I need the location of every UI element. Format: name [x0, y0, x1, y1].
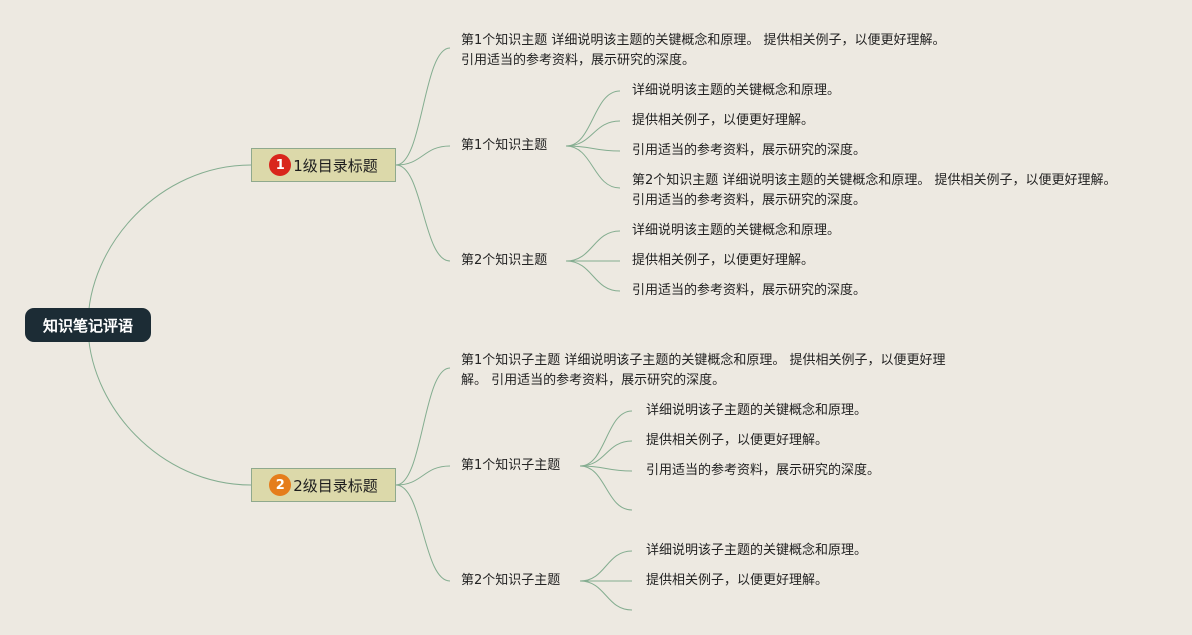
- connector-s1t1-extra: [565, 145, 621, 189]
- connector-s2t1-i1: [579, 410, 633, 467]
- section1-topic2[interactable]: 第2个知识主题: [461, 253, 548, 268]
- connector-s1-topic1: [395, 145, 451, 166]
- connector-s1-topic2: [395, 164, 451, 262]
- section2-topic2[interactable]: 第2个知识子主题: [461, 573, 561, 588]
- connector-s2-summary: [395, 367, 451, 486]
- section1-topic1[interactable]: 第1个知识主题: [461, 138, 548, 153]
- section2-topic2-item2[interactable]: 提供相关例子，以便更好理解。: [646, 573, 829, 588]
- section1-topic2-item1[interactable]: 详细说明该主题的关键概念和原理。: [632, 223, 841, 238]
- connector-s2-topic1: [395, 465, 451, 486]
- connector-root-section1: [87, 164, 252, 326]
- connector-s2t1-i2: [579, 440, 633, 467]
- connector-s2t1-i3: [579, 465, 633, 472]
- section1-topic1-item1[interactable]: 详细说明该主题的关键概念和原理。: [632, 83, 841, 98]
- section1-node[interactable]: 1 1级目录标题: [251, 148, 396, 182]
- section1-topic1-item2[interactable]: 提供相关例子，以便更好理解。: [632, 113, 815, 128]
- connector-s2t2-i1: [579, 550, 633, 582]
- connector-s1t2-i1: [565, 230, 621, 262]
- section1-topic1-extra[interactable]: 第2个知识主题 详细说明该主题的关键概念和原理。 提供相关例子，以便更好理解。 …: [632, 173, 1117, 208]
- section1-topic1-item3[interactable]: 引用适当的参考资料，展示研究的深度。: [632, 143, 867, 158]
- root-label: 知识笔记评语: [42, 316, 133, 335]
- section2-topic1-item2[interactable]: 提供相关例子，以便更好理解。: [646, 433, 829, 448]
- connector-s2-topic2: [395, 484, 451, 582]
- section2-title: 2级目录标题: [293, 476, 378, 495]
- section2-topic1[interactable]: 第1个知识子主题: [461, 458, 561, 473]
- section2-node[interactable]: 2 2级目录标题: [251, 468, 396, 502]
- connector-root-section2: [87, 324, 252, 486]
- section2-topic1-item3[interactable]: 引用适当的参考资料，展示研究的深度。: [646, 463, 881, 478]
- section1-summary[interactable]: 第1个知识主题 详细说明该主题的关键概念和原理。 提供相关例子，以便更好理解。 …: [461, 33, 946, 68]
- connector-s2t1-empty: [579, 465, 633, 511]
- connector-s1t1-i1: [565, 90, 621, 147]
- connector-s2t2-empty: [579, 580, 633, 611]
- connector-s1t2-i3: [565, 260, 621, 292]
- section2-topic1-item1[interactable]: 详细说明该子主题的关键概念和原理。: [646, 403, 868, 418]
- connector-s1t1-i2: [565, 120, 621, 147]
- priority-2-badge-icon: 2: [269, 474, 292, 496]
- priority-1-badge-icon: 1: [269, 154, 292, 176]
- section2-summary[interactable]: 第1个知识子主题 详细说明该子主题的关键概念和原理。 提供相关例子，以便更好理解…: [461, 353, 946, 388]
- section2-topic2-item1[interactable]: 详细说明该子主题的关键概念和原理。: [646, 543, 868, 558]
- connector-s1-summary: [395, 47, 451, 166]
- connector-s1t1-i3: [565, 145, 621, 152]
- section1-topic2-item3[interactable]: 引用适当的参考资料，展示研究的深度。: [632, 283, 867, 298]
- section1-topic2-item2[interactable]: 提供相关例子，以便更好理解。: [632, 253, 815, 268]
- section1-title: 1级目录标题: [293, 156, 378, 175]
- root-node[interactable]: 知识笔记评语: [25, 308, 151, 342]
